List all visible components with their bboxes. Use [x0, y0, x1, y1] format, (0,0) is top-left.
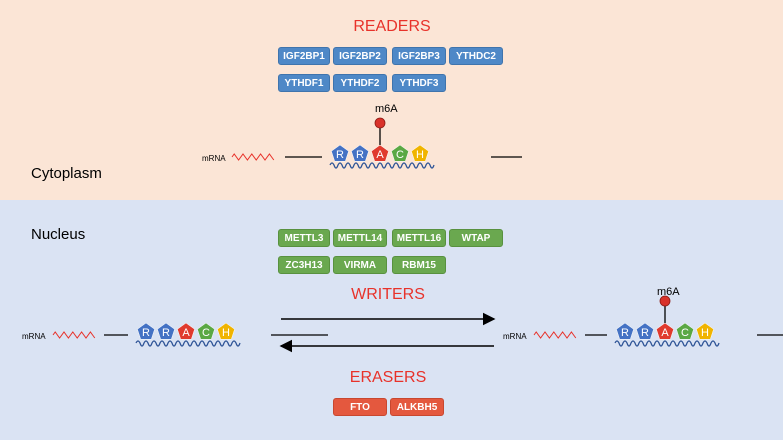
- reader-igf2bp2: IGF2BP2: [333, 47, 387, 65]
- writer-mettl3: METTL3: [278, 229, 330, 247]
- reader-igf2bp1: IGF2BP1: [278, 47, 330, 65]
- motif-letter-a: A: [376, 149, 384, 161]
- readers-title: READERS: [353, 18, 431, 35]
- motif-letter-c: C: [202, 327, 210, 339]
- mrna-label-cytoplasm: mRNA: [202, 154, 226, 163]
- mrna-label-left: mRNA: [22, 332, 46, 341]
- motif-letter-a: A: [661, 327, 669, 339]
- motif-letter-a: A: [182, 327, 190, 339]
- eraser-fto: FTO: [333, 398, 387, 416]
- motif-letter-r: R: [621, 327, 629, 339]
- m6a-label-nucleus: m6A: [657, 286, 680, 298]
- motif-letter-c: C: [396, 149, 404, 161]
- reader-ythdf3: YTHDF3: [392, 74, 446, 92]
- writer-rbm15: RBM15: [392, 256, 446, 274]
- m6a-label-cytoplasm: m6A: [375, 103, 398, 115]
- motif-letter-h: H: [416, 149, 424, 161]
- motif-letter-r: R: [142, 327, 150, 339]
- reader-igf2bp3: IGF2BP3: [392, 47, 446, 65]
- erasers-title: ERASERS: [349, 369, 427, 386]
- motif-letter-r: R: [336, 149, 344, 161]
- methyl-group-marker: [374, 117, 386, 129]
- eraser-alkbh5: ALKBH5: [390, 398, 444, 416]
- motif-letter-r: R: [641, 327, 649, 339]
- mrna-label-right: mRNA: [503, 332, 527, 341]
- cytoplasm-panel: [0, 0, 783, 200]
- writer-zc3h13: ZC3H13: [278, 256, 330, 274]
- writer-virma: VIRMA: [333, 256, 387, 274]
- reader-ythdf1: YTHDF1: [278, 74, 330, 92]
- motif-letter-h: H: [701, 327, 709, 339]
- motif-letter-c: C: [681, 327, 689, 339]
- motif-letter-r: R: [356, 149, 364, 161]
- cytoplasm-label: Cytoplasm: [31, 165, 102, 182]
- motif-letter-r: R: [162, 327, 170, 339]
- writer-wtap: WTAP: [449, 229, 503, 247]
- methyl-group-marker: [659, 295, 671, 307]
- writer-mettl16: METTL16: [392, 229, 446, 247]
- reader-ythdc2: YTHDC2: [449, 47, 503, 65]
- writers-title: WRITERS: [351, 286, 425, 303]
- motif-letter-h: H: [222, 327, 230, 339]
- nucleus-label: Nucleus: [31, 226, 86, 243]
- writer-mettl14: METTL14: [333, 229, 387, 247]
- reader-ythdf2: YTHDF2: [333, 74, 387, 92]
